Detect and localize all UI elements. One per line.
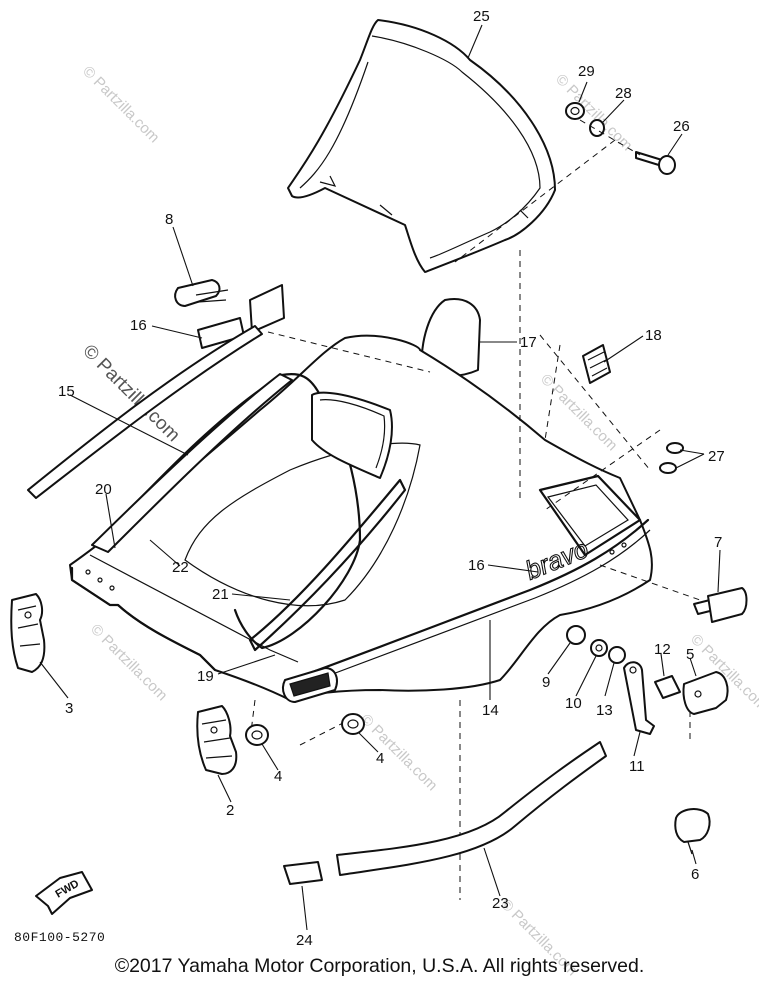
watermark: © Partzilla.com	[357, 711, 440, 794]
callout-9: 9	[542, 674, 550, 691]
callout-3: 3	[65, 700, 73, 717]
assembly-line	[579, 119, 641, 156]
callout-23: 23	[492, 895, 509, 912]
callout-27: 27	[708, 448, 725, 465]
callout-22: 22	[172, 559, 189, 576]
callout-26: 26	[673, 118, 690, 135]
trim-strip-part-23	[336, 741, 607, 876]
grommet-part-9	[566, 625, 586, 645]
nut-part-29	[565, 102, 585, 120]
latch-arm-part-11	[623, 661, 655, 735]
damper-part-4	[341, 713, 365, 735]
callout-4: 4	[274, 768, 282, 785]
callout-19: 19	[197, 668, 214, 685]
callout-16: 16	[468, 557, 485, 574]
callout-24: 24	[296, 932, 313, 949]
watermark: © Partzilla.com	[552, 71, 635, 154]
callout-10: 10	[565, 695, 582, 712]
bolt-part-26	[635, 151, 676, 175]
assembly-line	[454, 139, 616, 263]
mount-bracket-part-2	[196, 705, 238, 775]
clip-part-27	[659, 442, 684, 474]
callout-15: 15	[58, 383, 75, 400]
callout-12: 12	[654, 641, 671, 658]
callout-4: 4	[376, 750, 384, 767]
callout-16: 16	[130, 317, 147, 334]
callout-6: 6	[691, 866, 699, 883]
callout-29: 29	[578, 63, 595, 80]
mount-bracket-part-3	[10, 593, 46, 673]
callout-25: 25	[473, 8, 490, 25]
latch-hook-part-5	[682, 671, 729, 715]
hood-part-14: bravo	[69, 334, 653, 703]
bracket-part-8	[174, 279, 229, 307]
stripe-part-15	[27, 325, 263, 499]
callout-17: 17	[520, 334, 537, 351]
pin-part-12	[654, 675, 681, 699]
callout-18: 18	[645, 327, 662, 344]
leader-lines	[39, 24, 721, 931]
callout-28: 28	[615, 85, 632, 102]
copyright-notice: ©2017 Yamaha Motor Corporation, U.S.A. A…	[114, 955, 645, 977]
callout-8: 8	[165, 211, 173, 228]
hinge-pin-part-7	[693, 587, 748, 623]
callout-2: 2	[226, 802, 234, 819]
emblem-part-18	[582, 344, 611, 384]
pad-part-24	[283, 861, 323, 885]
callout-labels: 25 29 28 26 8 16 17 18 15 27 20 22 7 16 …	[58, 8, 725, 949]
washer-part-28	[589, 119, 605, 137]
damper-part-4	[245, 724, 269, 746]
callout-20: 20	[95, 481, 112, 498]
callout-5: 5	[686, 646, 694, 663]
callout-14: 14	[482, 702, 499, 719]
knob-part-6	[674, 808, 711, 855]
windshield-part	[287, 19, 556, 273]
callout-11: 11	[629, 758, 645, 775]
callout-21: 21	[212, 586, 229, 603]
callout-7: 7	[714, 534, 722, 551]
watermark: © Partzilla.com	[79, 63, 162, 146]
washer-part-10	[590, 639, 608, 657]
diagram-code: 80F100-5270	[14, 930, 106, 945]
fwd-arrow-icon: FWD	[35, 871, 93, 915]
callout-13: 13	[596, 702, 613, 719]
nut-part-13	[608, 646, 626, 664]
